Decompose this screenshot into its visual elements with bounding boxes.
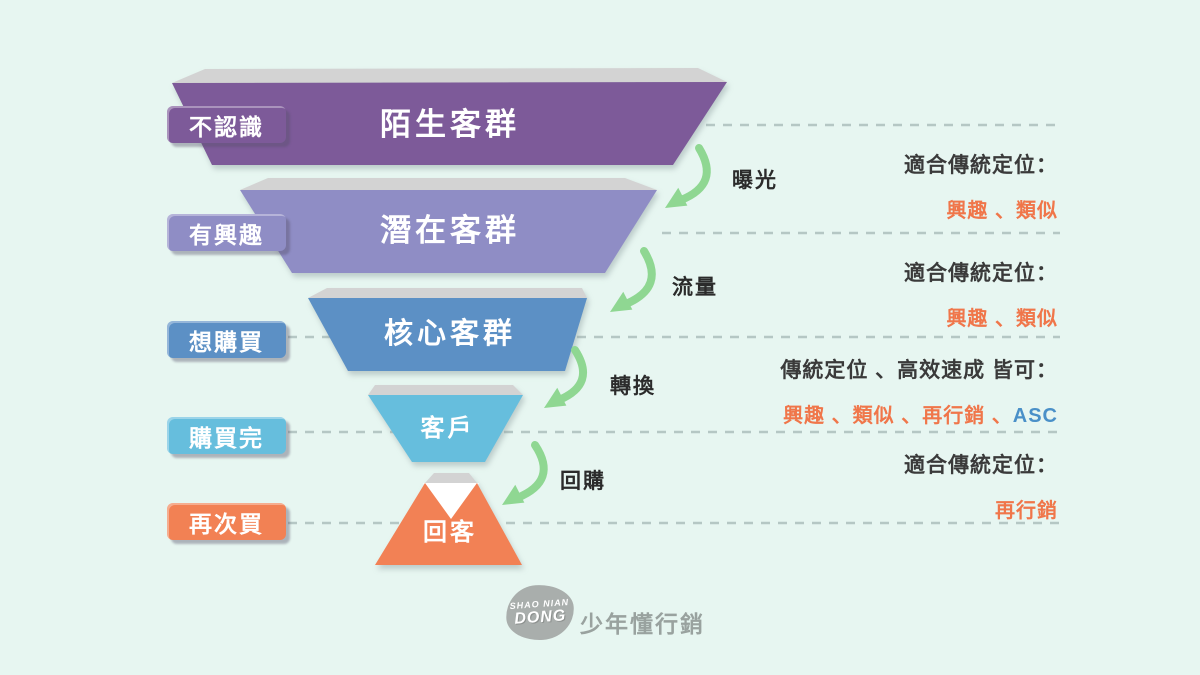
arrow-repurchase [513,441,548,502]
stage-box-unaware: 不認識 [167,106,286,143]
logo-text-dong: DONG [513,606,567,628]
arrow-convert [555,346,587,404]
note-title: 適合傳統定位： [904,154,1058,177]
arrow-exposure [677,144,711,204]
note-block-1: 適合傳統定位： 興趣 、類似 [904,149,1058,223]
note-title: 適合傳統定位： [904,262,1058,285]
note-value: 興趣 、類似 [946,200,1058,222]
arrow-label-exposure: 曝光 [732,169,778,192]
note-block-4: 適合傳統定位： 再行銷 [904,449,1058,523]
arrow-label-repurchase: 回購 [560,470,606,493]
step-arrows [502,144,711,505]
note-value: 興趣 、類似 、再行銷 、ASC [780,399,1058,428]
layer-title-strangers: 陌生客群 [380,107,520,142]
funnel-layer-4 [368,385,523,462]
layer-title-customers: 客戶 [420,415,475,442]
funnel-layer-2 [240,178,657,273]
note-block-3: 傳統定位 、高效速成 皆可： 興趣 、類似 、再行銷 、ASC [780,354,1058,428]
note-value-orange: 興趣 、類似 、再行銷 、 [783,405,1013,427]
funnel-layer-3 [308,288,587,371]
note-value: 興趣 、類似 [946,308,1058,330]
note-title: 適合傳統定位： [904,454,1058,477]
layer-title-core: 核心客群 [383,318,516,350]
note-value-asc: ASC [1012,405,1058,427]
arrow-label-conversion: 轉換 [610,375,656,398]
note-block-2: 適合傳統定位： 興趣 、類似 [904,257,1058,331]
arrow-label-traffic: 流量 [672,276,718,299]
brand-name: 少年懂行銷 [580,611,705,637]
arrow-traffic [622,247,656,308]
stage-box-buy-again: 再次買 [167,503,286,540]
stage-box-interested: 有興趣 [167,214,286,251]
layer-title-returning: 回客 [423,519,477,546]
note-value: 再行銷 [995,500,1058,522]
funnel-layer-1 [172,68,727,165]
note-title: 傳統定位 、高效速成 皆可： [780,359,1058,382]
stage-box-purchased: 購買完 [167,417,286,454]
layer-title-potential: 潛在客群 [380,213,520,248]
funnel-layer-5-mountain [375,473,522,565]
stage-box-want-to-buy: 想購買 [167,321,286,358]
dashed-guide-lines [288,123,1060,525]
